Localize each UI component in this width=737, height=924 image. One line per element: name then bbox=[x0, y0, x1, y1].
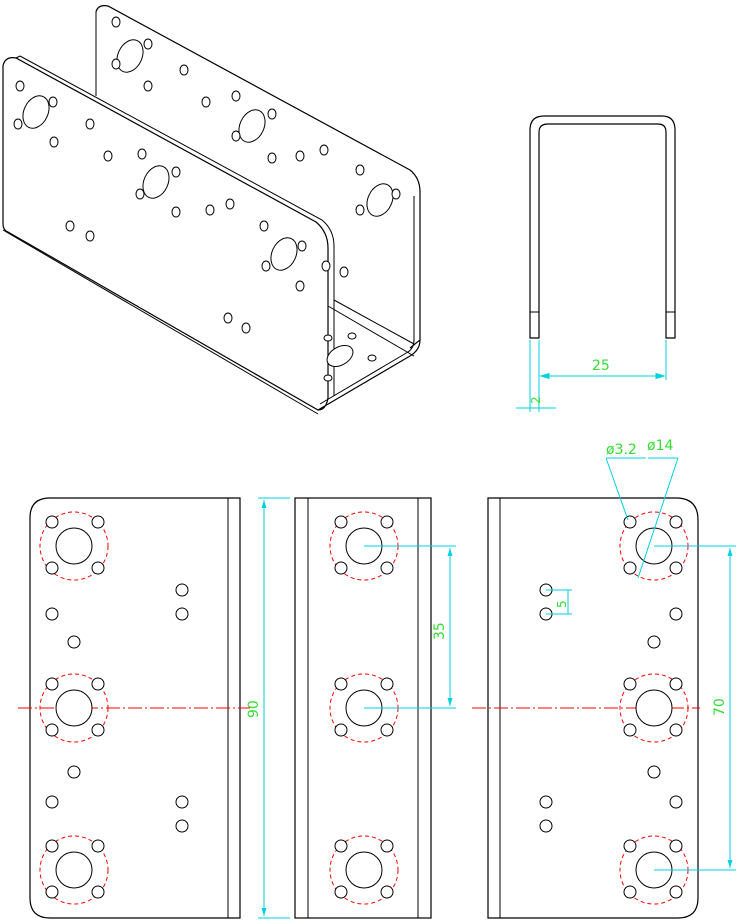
dim-35-label: 35 bbox=[432, 622, 448, 640]
front-view-right bbox=[472, 457, 736, 919]
isometric-view bbox=[2, 5, 421, 415]
dim-25-label: 25 bbox=[592, 358, 610, 374]
dim-dia-3-2-label: ø3.2 bbox=[606, 442, 637, 458]
front-view-middle bbox=[294, 497, 456, 919]
dim-dia-14-label: ø14 bbox=[647, 438, 673, 454]
dim-90 bbox=[258, 497, 290, 919]
dim-90-label: 90 bbox=[246, 700, 262, 718]
dim-70-label: 70 bbox=[712, 698, 728, 716]
dim-5-label: 5 bbox=[555, 600, 569, 608]
end-view-u-profile bbox=[516, 115, 676, 412]
front-view-left bbox=[18, 497, 250, 919]
dim-2-label: 2 bbox=[529, 396, 543, 404]
